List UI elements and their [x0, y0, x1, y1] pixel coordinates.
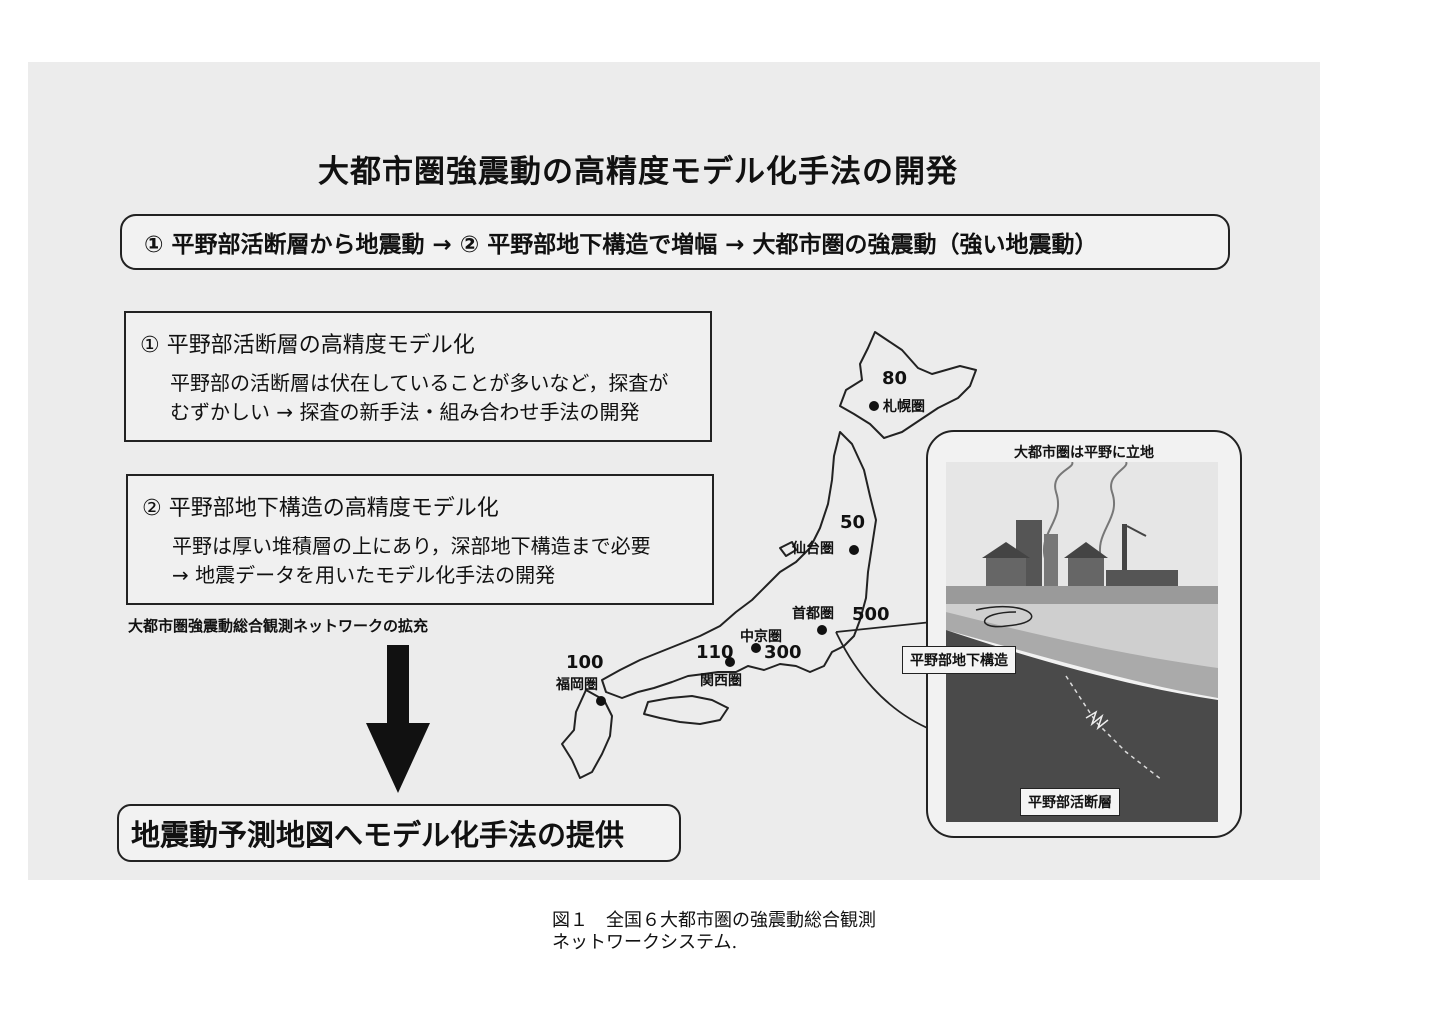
- kansai-count: 110: [696, 642, 734, 663]
- network-expansion-label: 大都市圏強震動総合観測ネットワークの拡充: [128, 617, 429, 635]
- plain-cross-section-panel: 大都市圏は平野に立地 平野部地下構造 平野部活断層: [902, 430, 1242, 838]
- kansai-label: 関西圏: [700, 673, 742, 689]
- figure-caption: 図１ 全国６大都市圏の強震動総合観測 ネットワークシステム.: [552, 910, 876, 954]
- down-arrow-icon: [366, 645, 430, 793]
- fukuoka-marker: [596, 696, 606, 706]
- fukuoka-count: 100: [566, 652, 604, 673]
- process-flow-text: ① 平野部活断層から地震動 → ② 平野部地下構造で増幅 → 大都市圏の強震動（…: [144, 232, 1098, 258]
- fault-modeling-line-1: 平野部の活断層は伏在していることが多いなど，探査が: [170, 371, 669, 395]
- fault-modeling-line-2: むずかしい → 探査の新手法・組み合わせ手法の開発: [170, 400, 640, 424]
- structure-modeling-box: ② 平野部地下構造の高精度モデル化 平野は厚い堆積層の上にあり，深部地下構造まで…: [126, 474, 714, 605]
- sendai-marker: [849, 545, 859, 555]
- chukyo-label: 中京圏: [740, 629, 782, 645]
- structure-modeling-line-2: → 地震データを用いたモデル化手法の開発: [172, 563, 556, 587]
- figure-title: 大都市圏強震動の高精度モデル化手法の開発: [318, 154, 958, 190]
- sendai-label: 仙台圏: [792, 541, 834, 557]
- shuto-label: 首都圏: [792, 606, 834, 622]
- structure-tag: 平野部地下構造: [902, 646, 1016, 674]
- honshu-outline: [601, 431, 877, 699]
- kyushu-outline: [561, 689, 613, 779]
- shuto-count: 500: [852, 604, 890, 625]
- caption-line-1: 図１ 全国６大都市圏の強震動総合観測: [552, 910, 876, 931]
- shikoku-outline: [643, 695, 729, 725]
- chukyo-count: 300: [764, 642, 802, 663]
- fukuoka-label: 福岡圏: [556, 677, 598, 693]
- structure-modeling-line-1: 平野は厚い堆積層の上にあり，深部地下構造まで必要: [172, 534, 651, 558]
- sado-outline: [779, 541, 797, 557]
- japan-map: [561, 331, 977, 779]
- fault-tag: 平野部活断層: [1020, 788, 1120, 816]
- panel-title: 大都市圏は平野に立地: [1014, 445, 1154, 461]
- hokkaido-outline: [839, 331, 977, 439]
- process-flow-box: ① 平野部活断層から地震動 → ② 平野部地下構造で増幅 → 大都市圏の強震動（…: [120, 214, 1230, 270]
- structure-modeling-heading: ② 平野部地下構造の高精度モデル化: [142, 496, 499, 521]
- kansai-marker: [725, 657, 735, 667]
- sapporo-label: 札幌圏: [883, 399, 925, 415]
- sapporo-count: 80: [882, 368, 908, 389]
- sapporo-marker: [869, 401, 879, 411]
- fault-modeling-heading: ① 平野部活断層の高精度モデル化: [140, 333, 475, 358]
- callout-lines: [835, 621, 933, 731]
- chukyo-marker: [751, 643, 761, 653]
- sendai-count: 50: [840, 512, 866, 533]
- shuto-marker: [817, 625, 827, 635]
- structure-modeling-body: 平野は厚い堆積層の上にあり，深部地下構造まで必要 → 地震データを用いたモデル化…: [172, 532, 651, 590]
- result-box: 地震動予測地図へモデル化手法の提供: [117, 804, 681, 862]
- fault-modeling-body: 平野部の活断層は伏在していることが多いなど，探査が むずかしい → 探査の新手法…: [170, 369, 668, 427]
- cross-section-illustration: [946, 462, 1218, 822]
- fault-modeling-box: ① 平野部活断層の高精度モデル化 平野部の活断層は伏在していることが多いなど，探…: [124, 311, 712, 442]
- result-text: 地震動予測地図へモデル化手法の提供: [131, 818, 625, 852]
- caption-line-2: ネットワークシステム.: [552, 932, 738, 953]
